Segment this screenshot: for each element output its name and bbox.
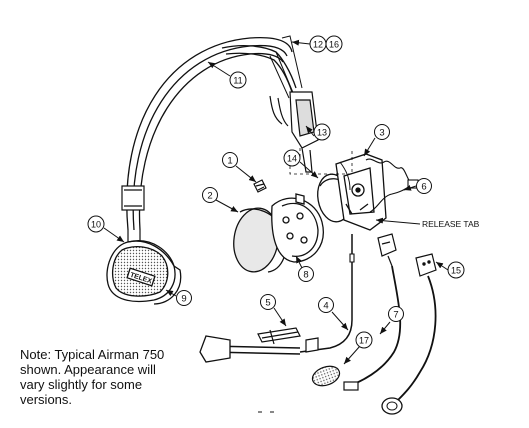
mic-windscreen [311,365,341,387]
cable-end [199,335,231,363]
cord-clip [257,327,319,353]
callout-17: 17 [355,331,373,349]
callout-5: 5 [260,294,276,310]
callout-10: 10 [87,215,105,233]
mic-boom-short [343,265,402,391]
svg-text:13: 13 [317,128,327,138]
svg-text:3: 3 [379,128,384,139]
headband-slider [269,91,319,173]
callout-3: 3 [374,124,390,140]
diagram-note: Note: Typical Airman 750 shown. Appearan… [20,347,200,407]
connector-plug [377,233,397,267]
release-tab-callout: RELEASE TAB [375,217,480,229]
callout-9: 9 [176,290,192,306]
svg-text:2: 2 [207,191,212,202]
svg-text:5: 5 [265,298,270,309]
note-line: Note: Typical Airman 750 [20,347,165,362]
callout-15: 15 [447,261,465,279]
svg-text:15: 15 [451,266,461,276]
callout-4: 4 [318,297,334,313]
svg-text:12: 12 [313,40,323,50]
callout-7: 7 [388,306,404,322]
svg-text:14: 14 [287,154,297,164]
svg-text:17: 17 [359,336,369,346]
callout-11: 11 [229,71,247,89]
callout-1: 1 [222,152,238,168]
release-tab-label: RELEASE TAB [422,219,480,229]
svg-text:1: 1 [227,156,232,167]
side-strap [121,185,145,248]
callout-14: 14 [283,149,301,167]
note-line: shown. Appearance will [20,362,156,377]
callout-8: 8 [298,266,314,282]
callout-16: 16 [325,35,343,53]
svg-text:4: 4 [323,301,328,312]
svg-text:8: 8 [303,270,308,281]
svg-text:6: 6 [421,182,426,193]
callout-12: 12 [309,35,327,53]
speaker-driver [271,193,324,263]
svg-text:7: 7 [393,310,398,321]
assembly-guides [289,148,353,175]
callout-2: 2 [202,187,218,203]
callout-6: 6 [416,178,432,194]
callout-13: 13 [313,123,331,141]
callouts [103,39,449,365]
svg-text:16: 16 [329,40,339,50]
svg-text:10: 10 [91,220,101,230]
left-earcup: TELEX [106,240,182,305]
svg-text:9: 9 [181,294,186,305]
note-line: versions. [20,392,73,407]
right-earcup-housing [335,153,387,231]
note-line: vary slightly for some [20,377,143,392]
svg-text:11: 11 [233,76,242,86]
screw [253,179,267,193]
mic-boom-long [381,253,437,415]
callout-circles: 1 2 3 4 5 6 7 8 9 10 11 12 16 13 14 15 1… [87,35,465,349]
